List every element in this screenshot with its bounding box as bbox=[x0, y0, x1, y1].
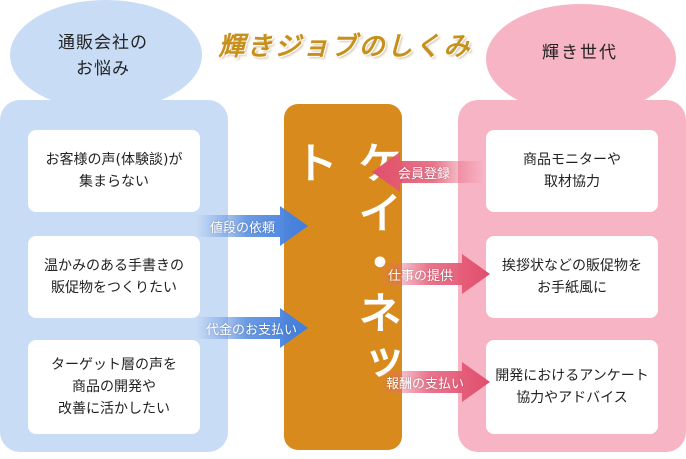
right-card-1: 商品モニターや 取材協力 bbox=[486, 130, 658, 212]
job-offer-arrow: 仕事の提供 bbox=[378, 254, 490, 294]
registration-arrow: 会員登録 bbox=[372, 152, 484, 192]
job-offer-arrow-label: 仕事の提供 bbox=[388, 269, 454, 284]
left-card-1-line2: 集まらない bbox=[79, 174, 149, 190]
left-card-2-line1: 温かみのある手書きの bbox=[44, 258, 184, 274]
right-heading: 輝き世代 bbox=[542, 43, 618, 63]
reward-arrow-label: 報酬の支払い bbox=[386, 377, 465, 392]
right-card-3: 開発におけるアンケート 協力やアドバイス bbox=[486, 340, 658, 434]
left-card-1: お客様の声(体験談)が 集まらない bbox=[28, 130, 200, 212]
left-heading: 通販会社の お悩み bbox=[28, 30, 178, 82]
right-card-1-line1: 商品モニターや bbox=[523, 152, 621, 168]
reward-arrow: 報酬の支払い bbox=[378, 362, 490, 402]
left-card-3-line2: 商品の開発や bbox=[72, 379, 156, 395]
reward-arrow-shape bbox=[378, 362, 490, 402]
left-card-2: 温かみのある手書きの 販促物をつくりたい bbox=[28, 236, 200, 318]
request-arrow: 値段の依頼 bbox=[196, 206, 308, 246]
right-card-3-line2: 協力やアドバイス bbox=[516, 390, 628, 406]
diagram-title: 輝きジョブのしくみ bbox=[218, 32, 472, 62]
job-offer-arrow-shape bbox=[378, 254, 490, 294]
left-card-3-line1: ターゲット層の声を bbox=[51, 357, 177, 373]
left-card-3: ターゲット層の声を 商品の開発や 改善に活かしたい bbox=[28, 340, 200, 434]
left-card-1-line1: お客様の声(体験談)が bbox=[45, 152, 183, 168]
left-card-3-line3: 改善に活かしたい bbox=[58, 401, 170, 417]
left-card-2-line2: 販促物をつくりたい bbox=[51, 280, 177, 296]
request-arrow-label: 値段の依頼 bbox=[210, 221, 276, 236]
left-heading-line2: お悩み bbox=[76, 59, 130, 79]
right-heading-cloud bbox=[486, 4, 676, 114]
right-card-1-line2: 取材協力 bbox=[544, 174, 600, 190]
registration-arrow-shape bbox=[372, 152, 484, 192]
right-card-3-line1: 開発におけるアンケート bbox=[495, 368, 649, 384]
right-card-2: 挨拶状などの販促物を お手紙風に bbox=[486, 236, 658, 318]
payment-arrow-label: 代金のお支払い bbox=[206, 323, 298, 338]
right-card-2-line1: 挨拶状などの販促物を bbox=[502, 258, 642, 274]
registration-arrow-label: 会員登録 bbox=[398, 167, 451, 182]
left-heading-line1: 通販会社の bbox=[58, 33, 148, 53]
payment-arrow: 代金のお支払い bbox=[196, 308, 308, 348]
request-arrow-shape bbox=[196, 206, 308, 246]
right-card-2-line2: お手紙風に bbox=[537, 280, 607, 296]
left-heading-cloud bbox=[10, 0, 202, 110]
payment-arrow-shape bbox=[196, 308, 308, 348]
